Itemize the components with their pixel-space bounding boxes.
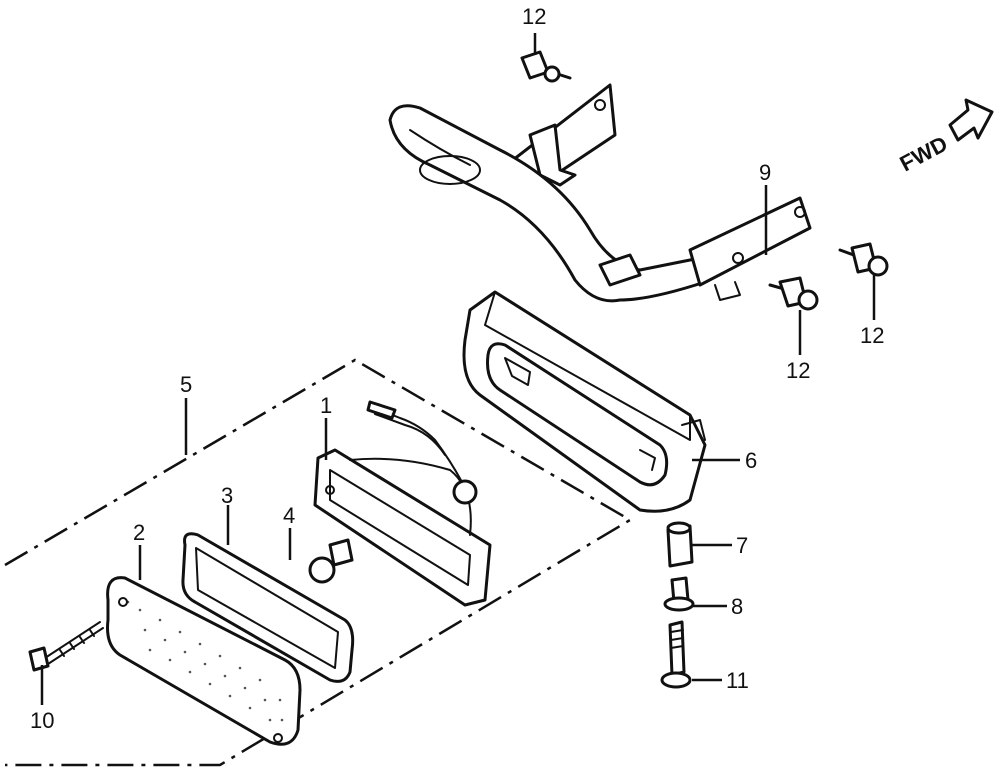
callout-12-right: 12 <box>860 323 884 348</box>
callout-10: 10 <box>30 708 54 733</box>
leader-lines <box>40 33 876 705</box>
bracket-bar <box>388 83 812 303</box>
lens <box>106 576 302 746</box>
bulb <box>308 538 354 584</box>
flange-bolt <box>660 620 692 689</box>
callout-1: 1 <box>320 393 332 418</box>
callout-7: 7 <box>736 533 748 558</box>
forward-arrow-icon <box>948 98 994 142</box>
socket-assembly <box>313 400 492 607</box>
callout-4: 4 <box>283 503 295 528</box>
callout-5: 5 <box>180 372 192 397</box>
callout-11: 11 <box>726 668 749 693</box>
callout-9: 9 <box>759 160 771 185</box>
screw-mid <box>768 276 819 311</box>
callout-2: 2 <box>133 520 145 545</box>
callout-numbers: 12 9 12 12 5 1 6 4 3 2 7 8 11 10 <box>30 4 884 733</box>
callout-12-mid: 12 <box>786 358 810 383</box>
gasket <box>181 532 355 683</box>
callout-12-top: 12 <box>522 4 546 29</box>
fwd-label: FWD <box>896 131 952 177</box>
lens-screw <box>28 621 104 672</box>
lamp-housing <box>462 290 707 513</box>
callout-6: 6 <box>745 448 757 473</box>
grommet <box>666 521 694 568</box>
collar <box>663 576 695 612</box>
screw-right <box>838 242 889 277</box>
screw-top <box>520 50 572 83</box>
callout-3: 3 <box>221 483 233 508</box>
callout-8: 8 <box>731 594 743 619</box>
